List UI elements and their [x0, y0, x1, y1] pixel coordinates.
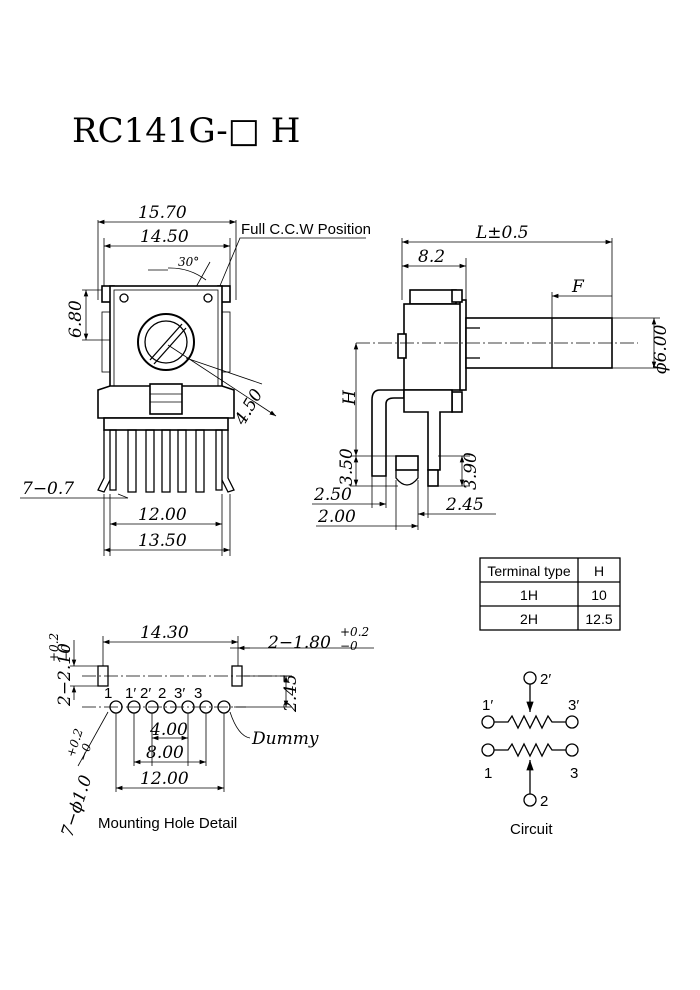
circuit-diagram: 2′ 1′ 3′ 1 3 2 Circuit [481, 671, 579, 838]
callout-full-ccw: Full C.C.W Position [241, 221, 371, 238]
dim-length-L: L±0.5 [475, 223, 529, 243]
dim-holes: 7−ϕ1.0 [58, 773, 97, 840]
dim-6-80: 6.80 [66, 300, 86, 338]
dim-15-70: 15.70 [138, 203, 187, 223]
dim-12-00: 12.00 [138, 505, 187, 525]
dim-4-00: 4.00 [149, 720, 188, 740]
table-cell-h: 10 [591, 587, 607, 603]
dim-13-50: 13.50 [138, 531, 187, 551]
dim-slot-1-80: 2−1.80 [267, 633, 331, 653]
circuit-label-3: 3 [570, 765, 578, 782]
pin-label: 1 [104, 685, 112, 702]
dim-2-50: 2.50 [313, 485, 352, 505]
dim-left-tol-plus: +0.2 [47, 633, 61, 662]
table-cell-h: 12.5 [585, 611, 612, 627]
table-header-terminal-type: Terminal type [487, 563, 570, 579]
pin-label: 3′ [174, 685, 185, 702]
dim-3-90: 3.90 [461, 452, 481, 490]
dim-height-H: H [340, 389, 360, 406]
dim-slot-tol-plus: +0.2 [340, 625, 369, 639]
dim-holes-tol-minus: −0 [76, 741, 95, 762]
dim-slot-tol-minus: −0 [340, 639, 358, 653]
circuit-label-2prime: 2′ [540, 671, 551, 688]
side-view: L±0.5 8.2 F ϕ6.00 H [312, 223, 671, 530]
front-pins [97, 429, 235, 493]
dim-flat-F: F [571, 277, 585, 297]
dim-left-tol-minus: −0 [59, 644, 73, 662]
dim-2-45-row: 2.45 [281, 674, 301, 713]
dim-14-30: 14.30 [140, 623, 189, 643]
circuit-label-1: 1 [484, 765, 492, 782]
circuit-label-2: 2 [540, 793, 548, 810]
dim-angle-30: 30° [178, 255, 199, 269]
dim-8-2: 8.2 [418, 247, 445, 267]
pin-label: 3 [194, 685, 202, 702]
dim-3-50: 3.50 [337, 448, 357, 486]
table-cell-type: 2H [520, 611, 538, 627]
drawing-title: RC141G-□ H [72, 111, 300, 151]
table-header-h: H [594, 563, 604, 579]
dim-2-00: 2.00 [317, 507, 356, 527]
circuit-label-3prime: 3′ [568, 697, 579, 714]
dim-left-2-10: 2−2.10 [55, 643, 75, 707]
circuit-label-1prime: 1′ [482, 697, 493, 714]
dim-8-00: 8.00 [146, 743, 184, 763]
circuit-caption: Circuit [510, 821, 553, 838]
pin-label: 2 [158, 685, 166, 702]
dim-7-0-7: 7−0.7 [22, 479, 74, 499]
pin-label: 1′ [125, 685, 136, 702]
dummy-label: Dummy [251, 729, 319, 749]
pin-label: 2′ [140, 685, 151, 702]
mounting-hole-detail: 14.30 2−1.80 +0.2 −0 2.45 2−2.10 +0.2 −0… [47, 623, 374, 840]
table-cell-type: 1H [520, 587, 538, 603]
dim-2-45: 2.45 [445, 495, 484, 515]
dim-12-00-mount: 12.00 [140, 769, 189, 789]
terminal-type-table: Terminal type H 1H 10 2H 12.5 [479, 557, 621, 631]
mounting-caption: Mounting Hole Detail [98, 815, 237, 832]
dim-diameter-6: ϕ6.00 [651, 324, 671, 374]
dim-4-50: 4.50 [231, 386, 268, 430]
dim-14-50: 14.50 [140, 227, 189, 247]
